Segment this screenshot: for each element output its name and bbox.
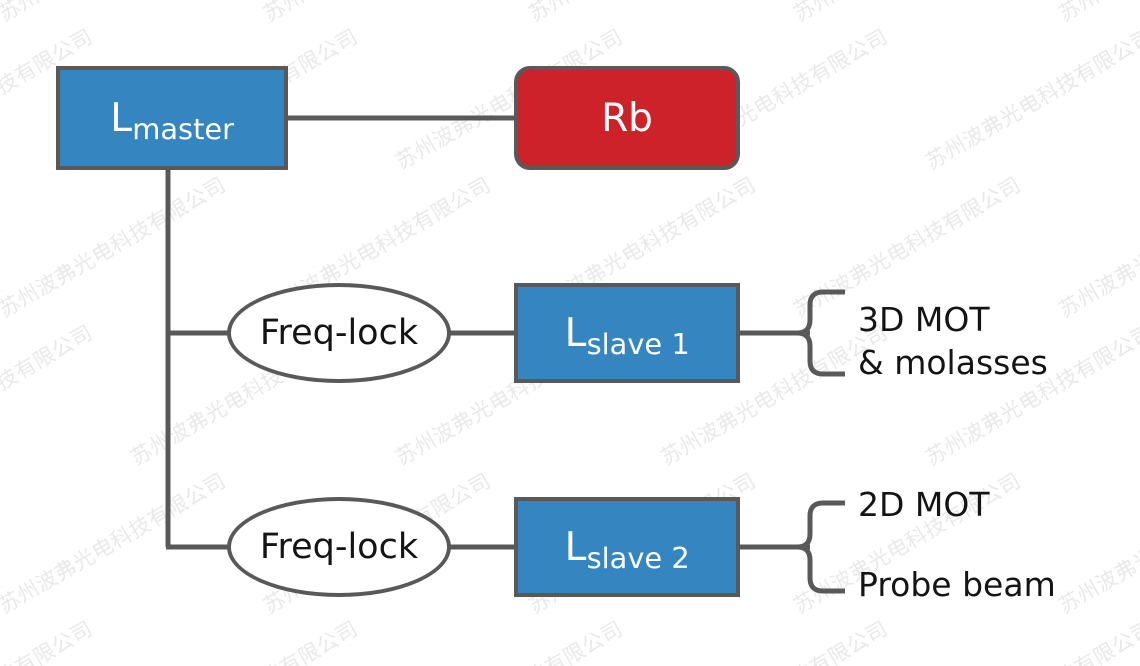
node-freq-lock-2[interactable]: Freq-lock bbox=[227, 497, 451, 597]
brace2-upper-arm bbox=[796, 500, 845, 550]
node-freq-lock-2-label: Freq-lock bbox=[259, 526, 419, 567]
node-laser-slave-2-label: Lslave 2 bbox=[564, 524, 690, 573]
node-laser-slave-1-sub: slave 1 bbox=[586, 327, 690, 362]
node-laser-slave-2-sub: slave 2 bbox=[586, 541, 690, 576]
output-label-2d-mot: 2D MOT bbox=[858, 485, 990, 524]
node-laser-slave-1-base: L bbox=[564, 310, 587, 356]
output-label-molasses: & molasses bbox=[858, 343, 1048, 382]
output-label-probe-beam: Probe beam bbox=[858, 565, 1056, 604]
node-laser-master[interactable]: Lmaster bbox=[56, 66, 288, 170]
brace1-lower-arm bbox=[796, 330, 845, 377]
node-laser-slave-2[interactable]: Lslave 2 bbox=[514, 497, 740, 597]
node-laser-master-base: L bbox=[110, 95, 132, 141]
output-label-3d-mot: 3D MOT bbox=[858, 300, 990, 339]
node-freq-lock-1[interactable]: Freq-lock bbox=[227, 283, 451, 383]
node-rb-cell[interactable]: Rb bbox=[514, 66, 740, 170]
node-laser-slave-2-base: L bbox=[564, 524, 587, 570]
node-laser-slave-1[interactable]: Lslave 1 bbox=[514, 283, 740, 383]
brace2-lower-arm bbox=[796, 544, 845, 594]
node-rb-cell-label: Rb bbox=[601, 95, 653, 141]
node-laser-master-label: Lmaster bbox=[110, 95, 234, 144]
brace1-upper-arm bbox=[796, 289, 845, 336]
node-freq-lock-1-label: Freq-lock bbox=[259, 312, 419, 353]
node-laser-master-sub: master bbox=[132, 112, 235, 147]
node-laser-slave-1-label: Lslave 1 bbox=[564, 310, 690, 359]
